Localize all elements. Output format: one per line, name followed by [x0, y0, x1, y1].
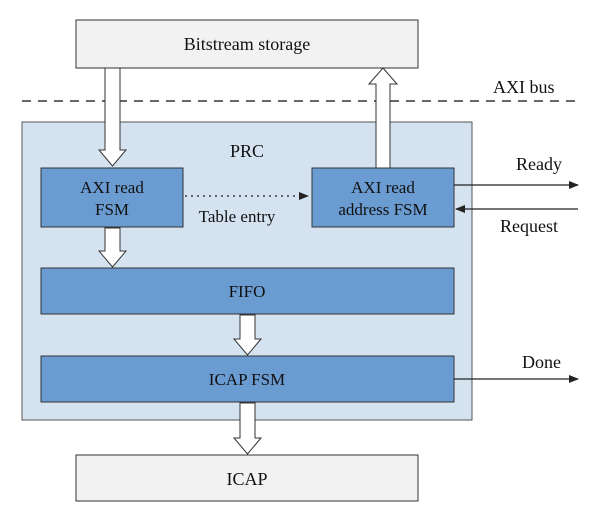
prc-label: PRC	[230, 141, 264, 161]
axi-read-address-fsm-block	[311, 167, 455, 228]
storage-to-read-fsm-arrow	[97, 67, 128, 167]
icap-box	[75, 454, 419, 502]
read-fsm-to-fifo-arrow	[97, 227, 128, 268]
icap-fsm-label: ICAP FSM	[209, 370, 285, 389]
axi-read-address-fsm-label-line2: address FSM	[338, 200, 427, 219]
done-label: Done	[522, 352, 561, 372]
fifo-to-icap-fsm-arrow	[232, 314, 263, 356]
axi-read-address-fsm-label-line1: AXI read	[351, 178, 415, 197]
fifo-label: FIFO	[229, 282, 266, 301]
icap-fsm-to-icap-arrow	[232, 402, 263, 455]
axi-read-fsm-label-line2: FSM	[95, 200, 129, 219]
axi-bus-label: AXI bus	[493, 77, 555, 97]
ready-label: Ready	[516, 154, 562, 174]
icap-label: ICAP	[226, 469, 267, 489]
request-label: Request	[500, 216, 558, 236]
bitstream-storage-box	[75, 19, 419, 69]
axi-read-fsm-block	[40, 167, 184, 228]
table-entry-label: Table entry	[199, 207, 276, 226]
bitstream-storage-label: Bitstream storage	[184, 34, 310, 54]
axi-read-fsm-label-line1: AXI read	[80, 178, 144, 197]
address-fsm-to-storage-arrow	[367, 67, 399, 169]
fifo-block	[40, 267, 455, 315]
